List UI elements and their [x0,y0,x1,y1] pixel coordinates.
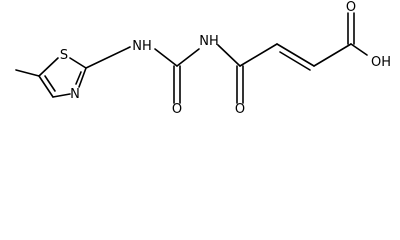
ring-bond-c5-s [38,57,59,77]
bond-alkene-acid-c [313,43,352,67]
ring-bond-c4-c5 [38,75,54,98]
hydroxyl-label: OH [371,55,391,70]
structural-formula: S N NH NH O O O OH [15,0,391,117]
bond-c2-nh [85,46,131,69]
amide-oxygen-label: O [235,102,245,117]
nh-label-1: NH [132,39,152,54]
bond-alkene-1 [276,43,315,67]
acid-oxygen-label: O [346,0,356,15]
bond-acid-c-oh [350,43,368,56]
sulfur-label: S [60,48,68,63]
bond-nh-amide-c [217,44,241,67]
bond-urea-c-nh [176,48,200,67]
ring-bond-n-c4 [52,93,71,98]
nh-label-2: NH [199,34,219,49]
bond-nh-urea-c [154,48,178,67]
methyl-bond [15,69,40,77]
bond-amide-c-alkene [239,43,278,67]
ring-bond-c2-n [78,67,87,88]
ring-bond-c4-c5-inner [44,75,56,92]
ring-nitrogen-label: N [70,87,80,102]
ring-bond-c2-n-inner [75,71,82,85]
ring-bond-s-c2 [69,57,87,69]
urea-oxygen-label: O [172,102,182,117]
bond-alkene-2 [279,51,311,71]
